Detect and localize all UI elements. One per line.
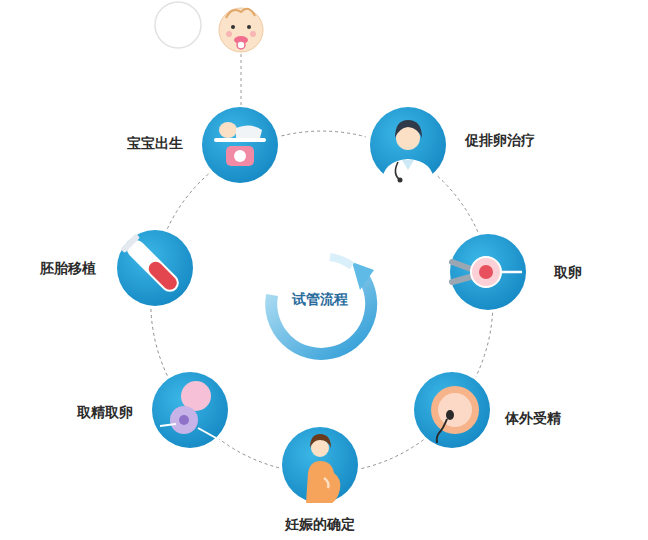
step-label: 促排卵治疗 bbox=[465, 132, 535, 149]
step-label: 取精取卵 bbox=[77, 404, 133, 421]
step-node: 宝宝出生 bbox=[202, 107, 278, 183]
ring-connector bbox=[438, 176, 478, 232]
step-label: 胚胎移植 bbox=[40, 260, 96, 277]
step-label: 取卵 bbox=[554, 264, 582, 281]
decor-circle bbox=[155, 2, 201, 48]
step-node: 胚胎移植 bbox=[117, 230, 193, 306]
step-label: 妊娠的确定 bbox=[285, 516, 355, 533]
ring-connector bbox=[219, 439, 279, 468]
fertilization-icon bbox=[414, 372, 490, 448]
diagram-title: 试管流程 bbox=[292, 291, 348, 309]
ring-connector bbox=[361, 440, 424, 469]
cycle-arrow bbox=[271, 257, 374, 354]
step-node: 妊娠的确定 bbox=[282, 427, 358, 503]
ring-connector bbox=[476, 313, 493, 377]
baby-scale-icon bbox=[202, 107, 278, 183]
step-node: 促排卵治疗 bbox=[370, 107, 446, 183]
baby-face bbox=[219, 8, 263, 106]
step-node: 取卵 bbox=[450, 234, 526, 310]
step-node: 体外受精 bbox=[414, 372, 490, 448]
test-tube-icon bbox=[117, 230, 193, 306]
cells-icon bbox=[152, 372, 228, 448]
step-label: 宝宝出生 bbox=[127, 135, 183, 152]
doctor-icon bbox=[370, 107, 446, 183]
ring-connector bbox=[282, 131, 366, 137]
egg-retrieval-icon bbox=[450, 234, 526, 310]
step-label: 体外受精 bbox=[505, 410, 561, 427]
ring-connector bbox=[151, 309, 167, 376]
pregnant-woman-icon bbox=[282, 427, 358, 503]
ring-connector bbox=[167, 174, 208, 229]
step-node: 取精取卵 bbox=[152, 372, 228, 448]
